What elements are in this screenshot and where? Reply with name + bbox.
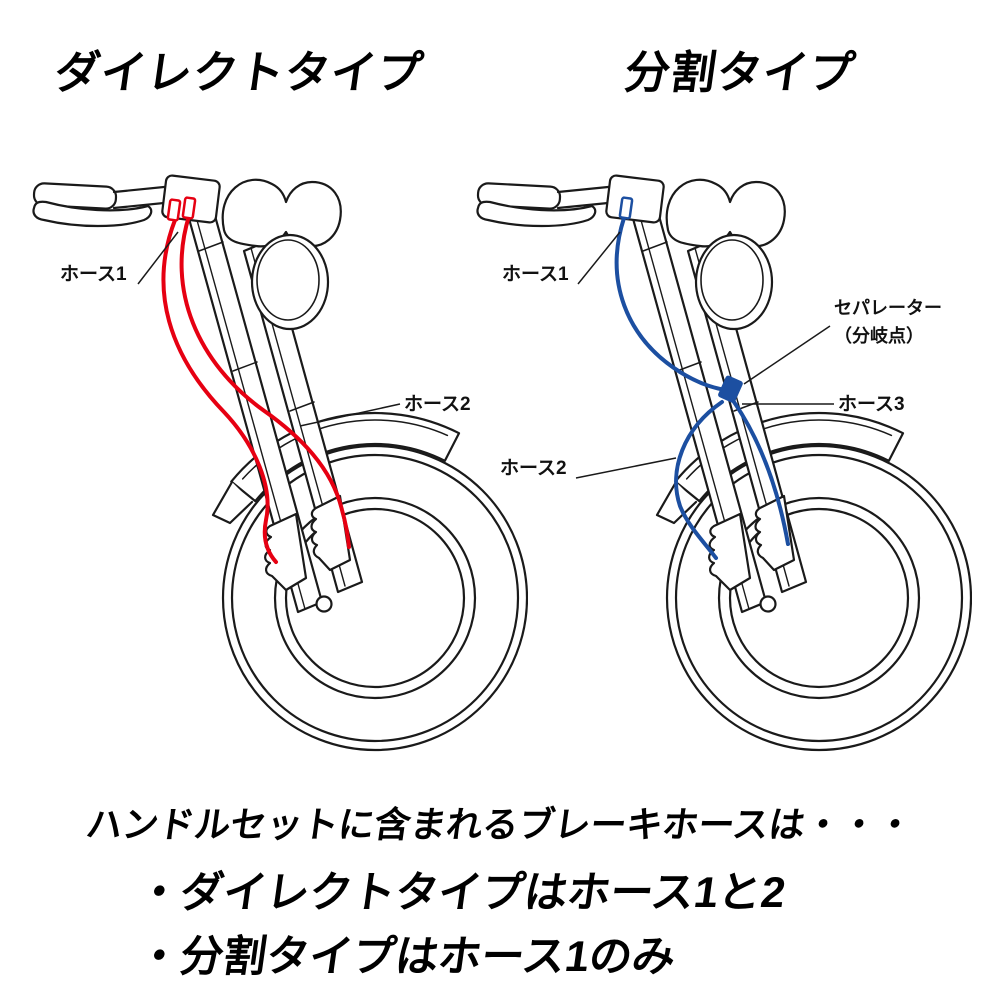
footer-bullet-split: ・分割タイプはホース1のみ — [134, 922, 679, 984]
direct-hose-2-path — [179, 214, 351, 549]
direct-hose-fitting-2 — [181, 196, 197, 220]
split-hose2-label: ホース2 — [500, 458, 567, 479]
split-hoses — [614, 196, 790, 560]
split-hose-1-path — [614, 216, 728, 392]
direct-hoses — [161, 196, 351, 564]
split-hose-fitting — [618, 196, 634, 220]
footer-bullet-split-text: ・分割タイプはホース1のみ — [134, 933, 679, 981]
split-separator — [718, 375, 743, 403]
split-type-diagram: ホース1 セパレーター （分岐点） ホース3 ホース2 — [476, 173, 972, 752]
split-hose2-leader-line — [575, 457, 677, 479]
title-direct-type-text: ダイレクトタイプ — [51, 47, 427, 98]
direct-hose2-label: ホース2 — [404, 394, 471, 415]
footer-intro-text: ハンドルセットに含まれるブレーキホースは・・・ — [83, 804, 916, 845]
title-split-type-text: 分割タイプ — [621, 47, 859, 98]
bike-line-art — [32, 173, 528, 752]
direct-hose-1-path — [161, 218, 278, 564]
direct-labels: ホース1 ホース2 — [60, 231, 471, 427]
footer-bullet-direct: ・ダイレクトタイプはホース1と2 — [134, 858, 788, 920]
split-separator-leader-line — [743, 325, 831, 385]
split-separator-label-line1: セパレーター — [834, 298, 942, 318]
split-hose3-label: ホース3 — [838, 394, 905, 415]
title-direct-type: ダイレクトタイプ — [51, 47, 427, 98]
title-split-type: 分割タイプ — [621, 47, 859, 98]
footer-intro: ハンドルセットに含まれるブレーキホースは・・・ — [0, 796, 1000, 848]
direct-hose-fitting-1 — [166, 198, 182, 222]
direct-hose1-label: ホース1 — [60, 264, 127, 285]
direct-hose1-leader-line — [137, 231, 179, 285]
split-labels: ホース1 セパレーター （分岐点） ホース3 ホース2 — [500, 231, 942, 479]
split-hose-2-path — [674, 400, 724, 560]
split-hose-3-path — [732, 400, 790, 546]
split-hose1-label: ホース1 — [502, 264, 569, 285]
footer-bullet-direct-text: ・ダイレクトタイプはホース1と2 — [134, 869, 789, 917]
direct-type-diagram: ホース1 ホース2 — [32, 173, 528, 752]
split-hose1-leader-line — [577, 231, 621, 285]
direct-hose2-leader-line — [299, 403, 401, 427]
split-separator-label-line2: （分岐点） — [834, 325, 924, 346]
